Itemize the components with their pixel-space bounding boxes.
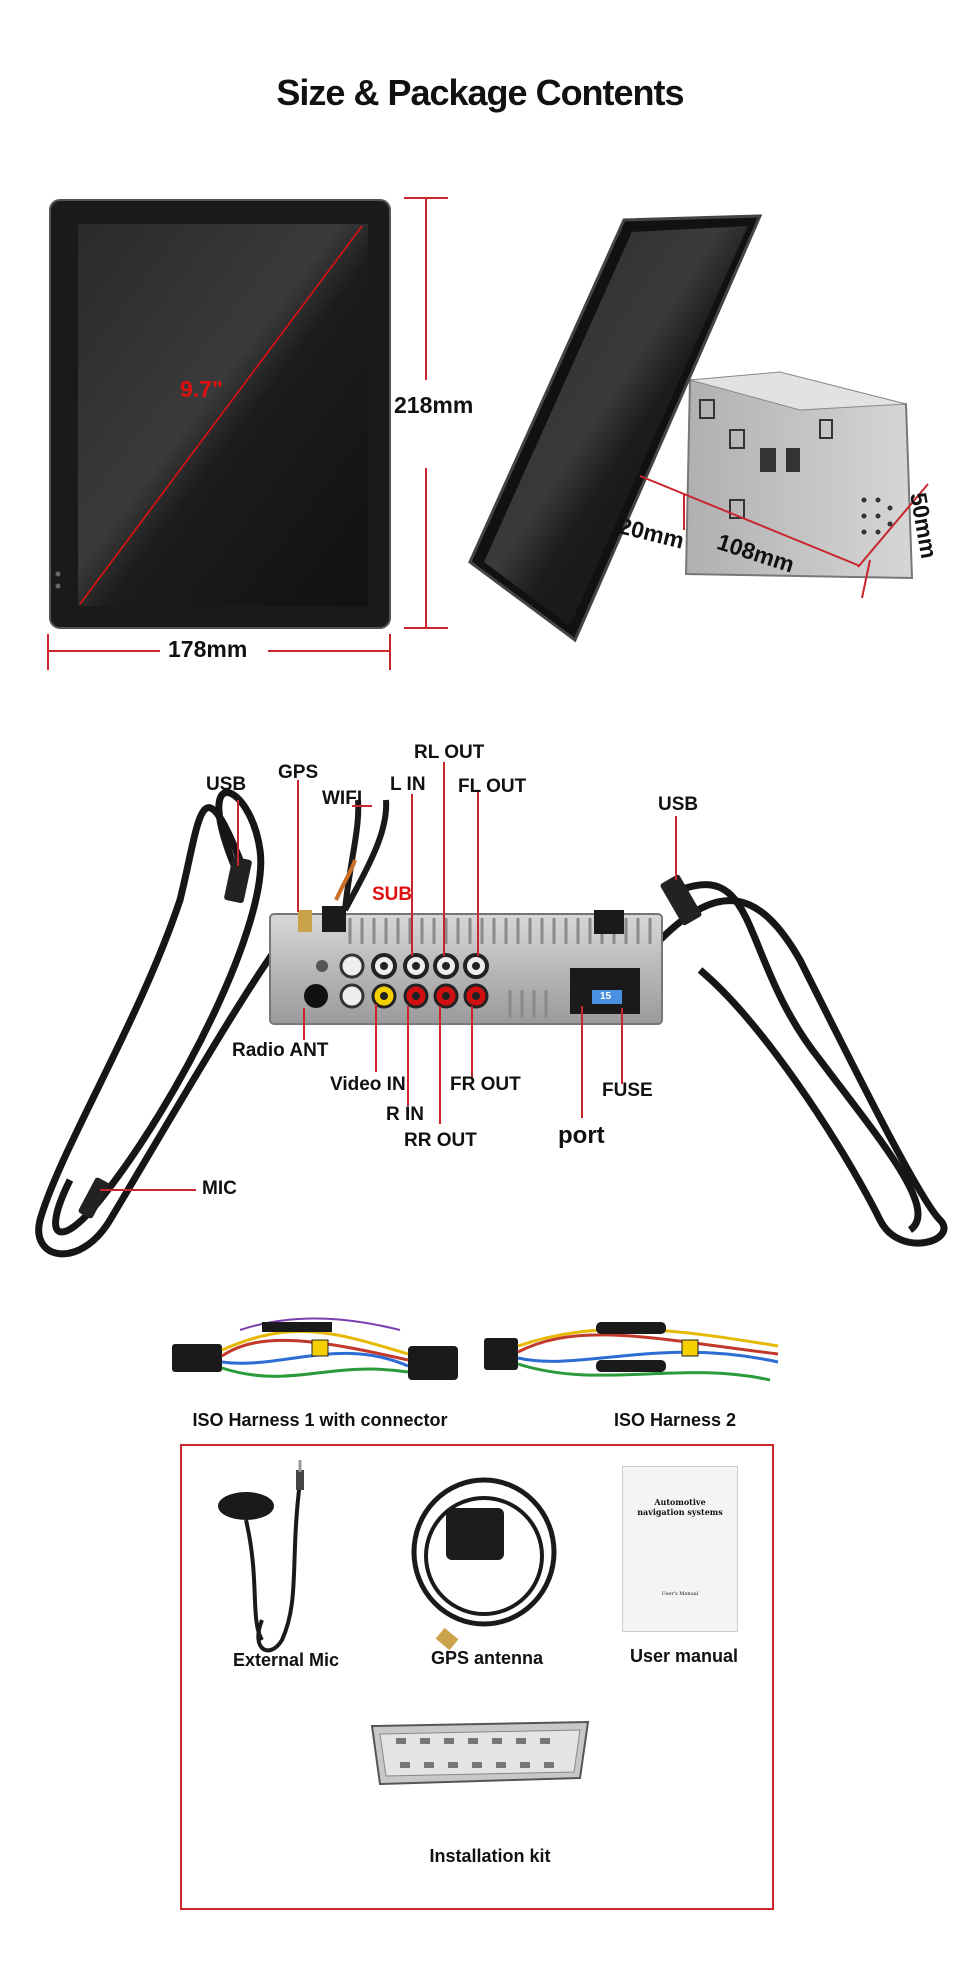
gps-antenna-caption: GPS antenna (430, 1648, 544, 1668)
external-mic-caption: External Mic (232, 1650, 340, 1670)
wifi-label: WIFI (322, 788, 363, 809)
fuse-value: 15 (600, 991, 612, 1002)
l-in-label: L IN (390, 774, 426, 795)
installation-kit-image (370, 1720, 590, 1786)
page-title: Size & Package Contents (276, 72, 684, 113)
package-contents-box (180, 1444, 774, 1910)
rr-out-label: RR OUT (404, 1130, 477, 1151)
height-label: 218mm (394, 392, 474, 418)
radio-ant-label: Radio ANT (232, 1040, 329, 1061)
fr-out-label: FR OUT (450, 1074, 521, 1095)
fuse-label: FUSE (602, 1080, 653, 1101)
mic-label: MIC (202, 1178, 237, 1199)
harness2-caption: ISO Harness 2 (613, 1410, 737, 1430)
width-label: 178mm (168, 636, 248, 662)
sub-label: SUB (372, 884, 413, 905)
width-dimension-line (47, 634, 391, 670)
harness1-image (172, 1317, 458, 1380)
harness1-caption: ISO Harness 1 with connector (192, 1410, 448, 1430)
port-label: port (558, 1122, 605, 1149)
manual-cover-title: Automotive navigation systems (637, 1497, 723, 1517)
usb-left-label: USB (206, 774, 247, 795)
fl-out-label: FL OUT (458, 776, 527, 797)
screen-front-view (49, 199, 391, 629)
user-manual-caption: User manual (629, 1646, 739, 1666)
user-manual-image: Automotive navigation systems User's Man… (622, 1466, 738, 1632)
video-in-label: Video IN (330, 1074, 406, 1095)
installation-kit-caption: Installation kit (429, 1846, 551, 1866)
height-dimension-line (404, 197, 448, 629)
diagonal-label: 9.7" (180, 376, 223, 402)
wiring-diagram (35, 762, 948, 1258)
depth-dimension-lines (639, 475, 929, 599)
external-mic-image (218, 1460, 304, 1653)
manual-cover-foot: User's Manual (661, 1591, 699, 1597)
gps-antenna-image (411, 1477, 557, 1651)
r-in-label: R IN (386, 1104, 424, 1125)
screen-side-view (468, 214, 914, 643)
harness2-image (484, 1322, 779, 1382)
usb-right-label: USB (658, 794, 699, 815)
rl-out-label: RL OUT (414, 742, 485, 763)
gps-label: GPS (278, 762, 319, 783)
